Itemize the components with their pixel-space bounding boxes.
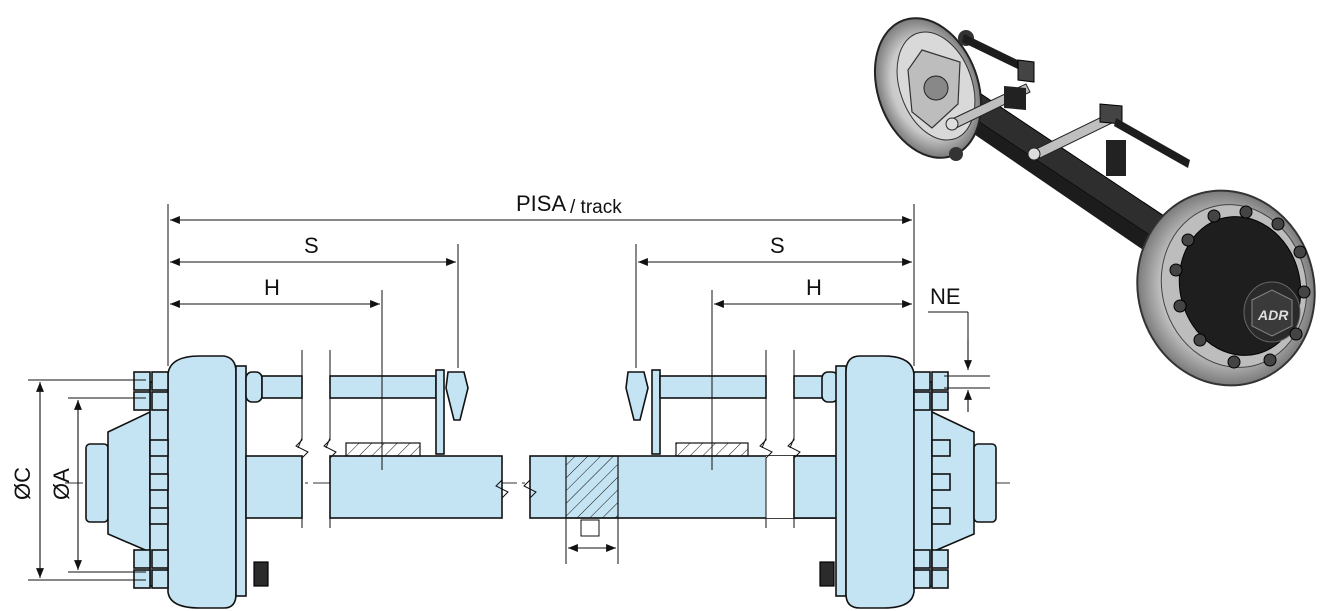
wheel-stud-group [1169,205,1311,369]
h-right-label: H [806,275,822,300]
dia-c-label: ØC [10,467,35,500]
left-camshaft [245,369,469,455]
right-hex-bolt-group [819,371,951,589]
left-axle-beam [245,437,503,519]
axle-3d-render-icon: ADR [873,17,1316,387]
break-marks [295,350,801,528]
hex-bolt-icon [133,371,269,589]
pisa-label: PISA [516,191,566,216]
h-left-label: H [264,275,280,300]
svg-text:ADR: ADR [1257,307,1289,323]
s-right-label: S [770,233,785,258]
s-left-label: S [304,233,319,258]
dimension-lines [28,204,990,581]
square-symbol [580,519,600,537]
right-camshaft [625,369,839,455]
right-hub-assembly [835,355,997,609]
ne-label: NE [930,284,961,309]
dia-a-label: ØA [49,468,74,500]
track-label: / track [570,197,622,218]
